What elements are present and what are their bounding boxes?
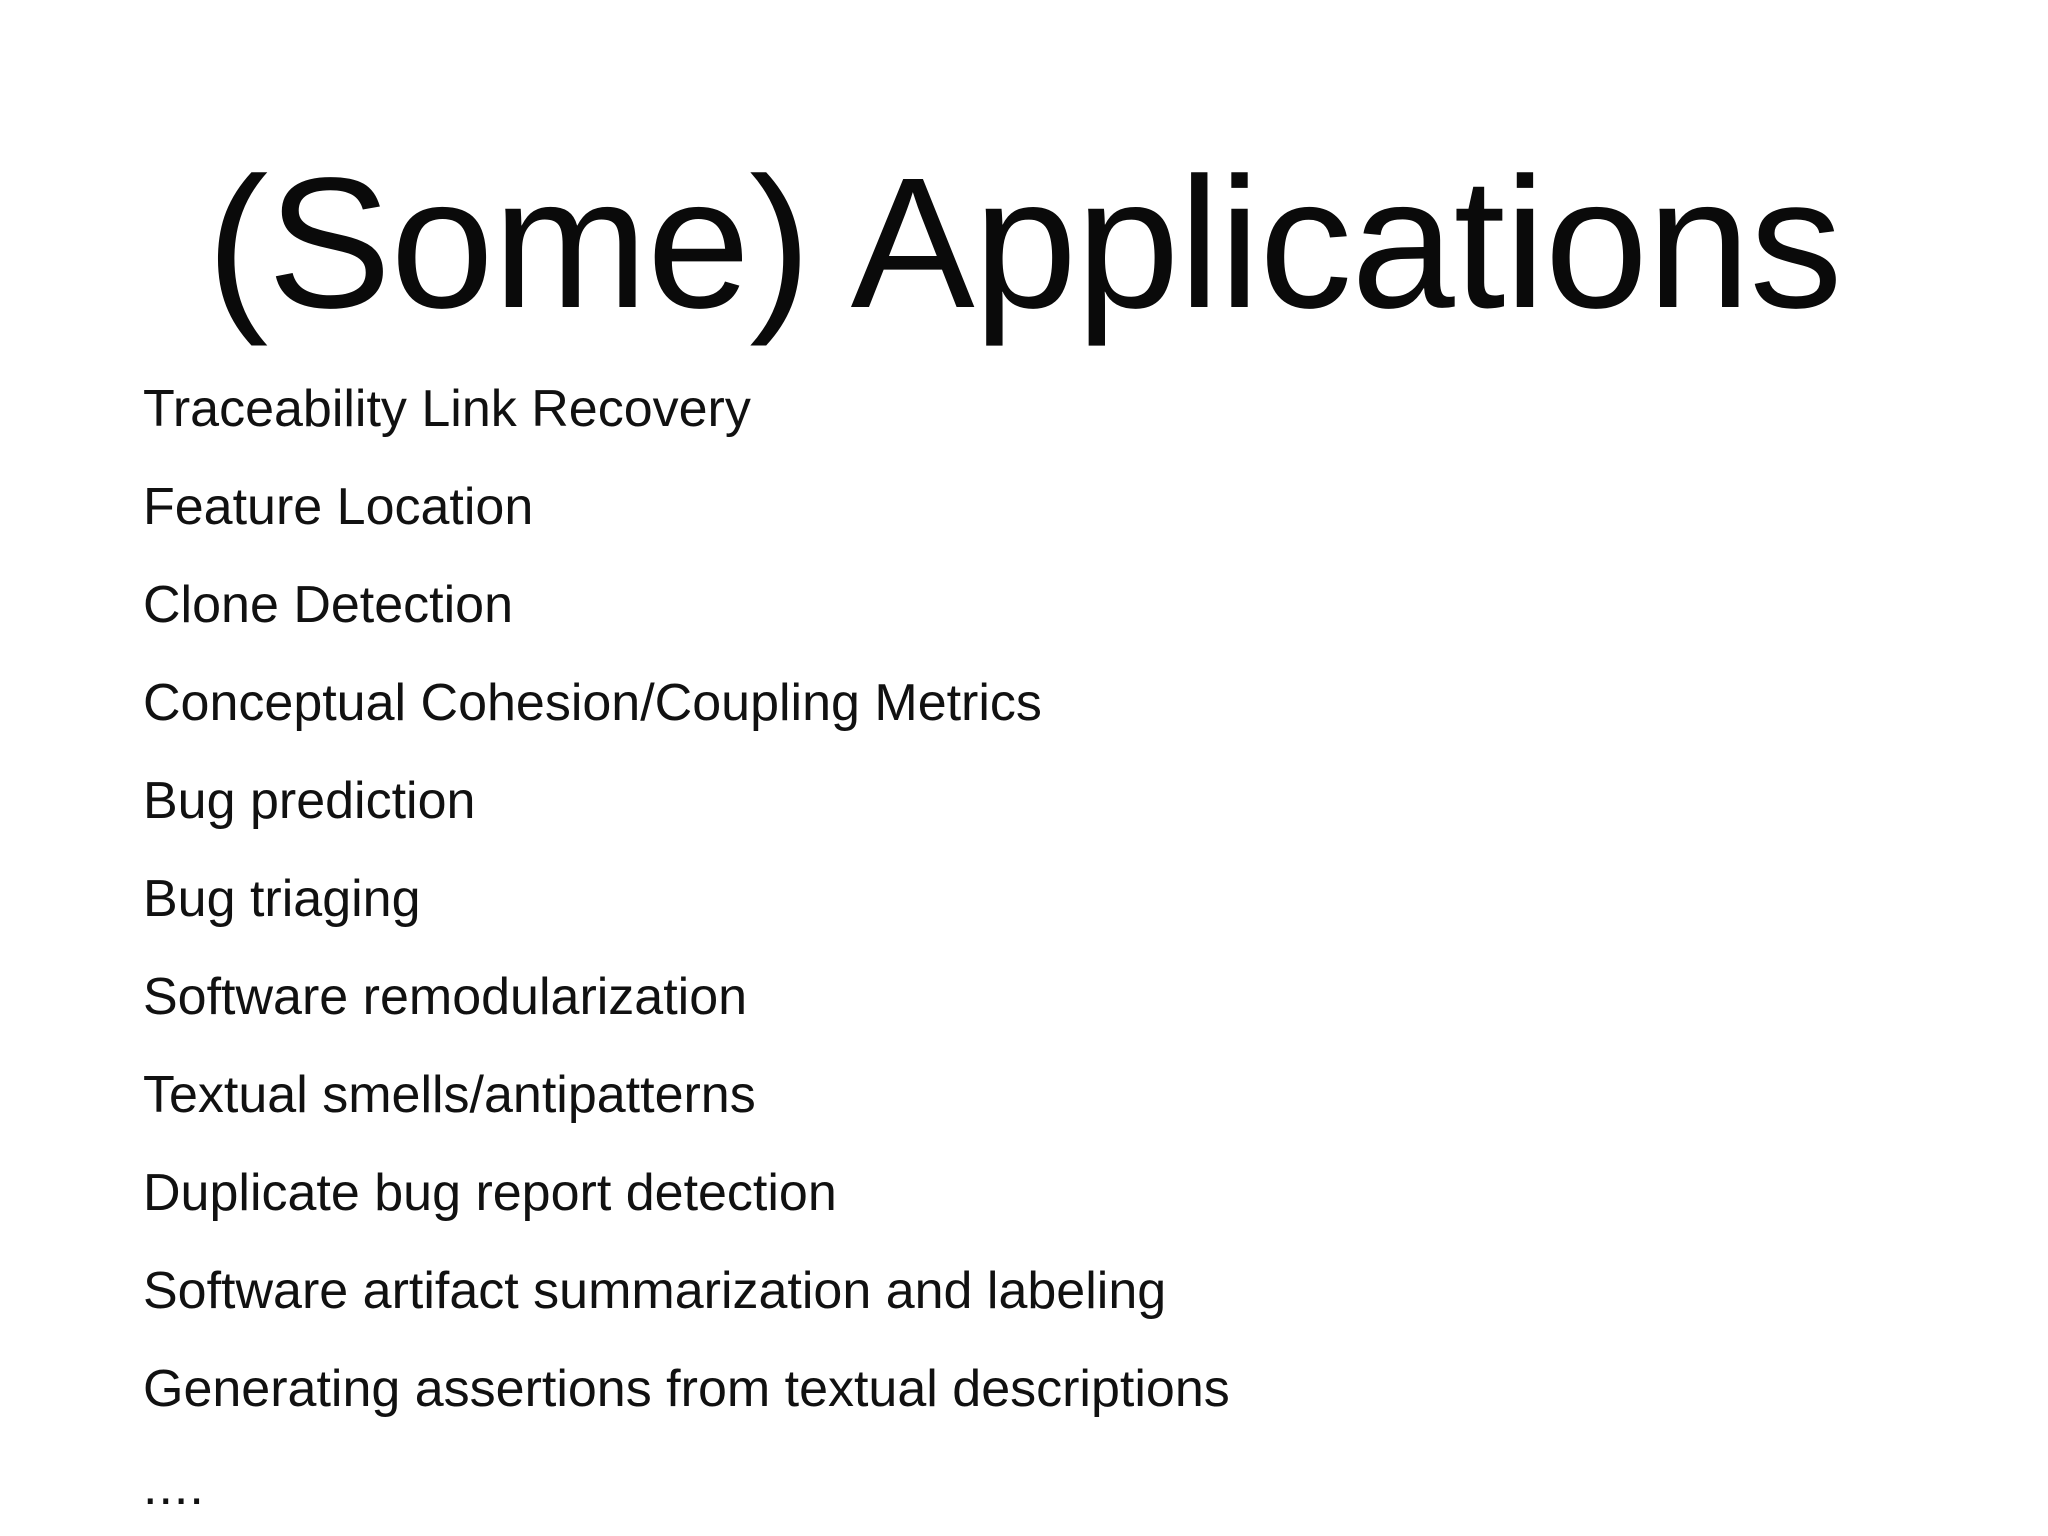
list-item-ellipsis: .... [143,1458,205,1516]
list-item: Textual smells/antipatterns [143,1066,756,1124]
list-item: Software remodularization [143,968,748,1026]
list-item: Bug prediction [143,772,476,830]
list-item: Bug triaging [143,870,421,928]
applications-list: Traceability Link Recovery Feature Locat… [143,360,1943,1536]
list-item: Feature Location [143,478,534,536]
list-item: Clone Detection [143,576,513,634]
page-title: (Some) Applications [206,139,1842,347]
list-item: Traceability Link Recovery [143,380,751,438]
list-item: Generating assertions from textual descr… [143,1360,1230,1418]
list-item: Conceptual Cohesion/Coupling Metrics [143,674,1042,732]
list-item: Software artifact summarization and labe… [143,1262,1167,1320]
list-item: Duplicate bug report detection [143,1164,837,1222]
